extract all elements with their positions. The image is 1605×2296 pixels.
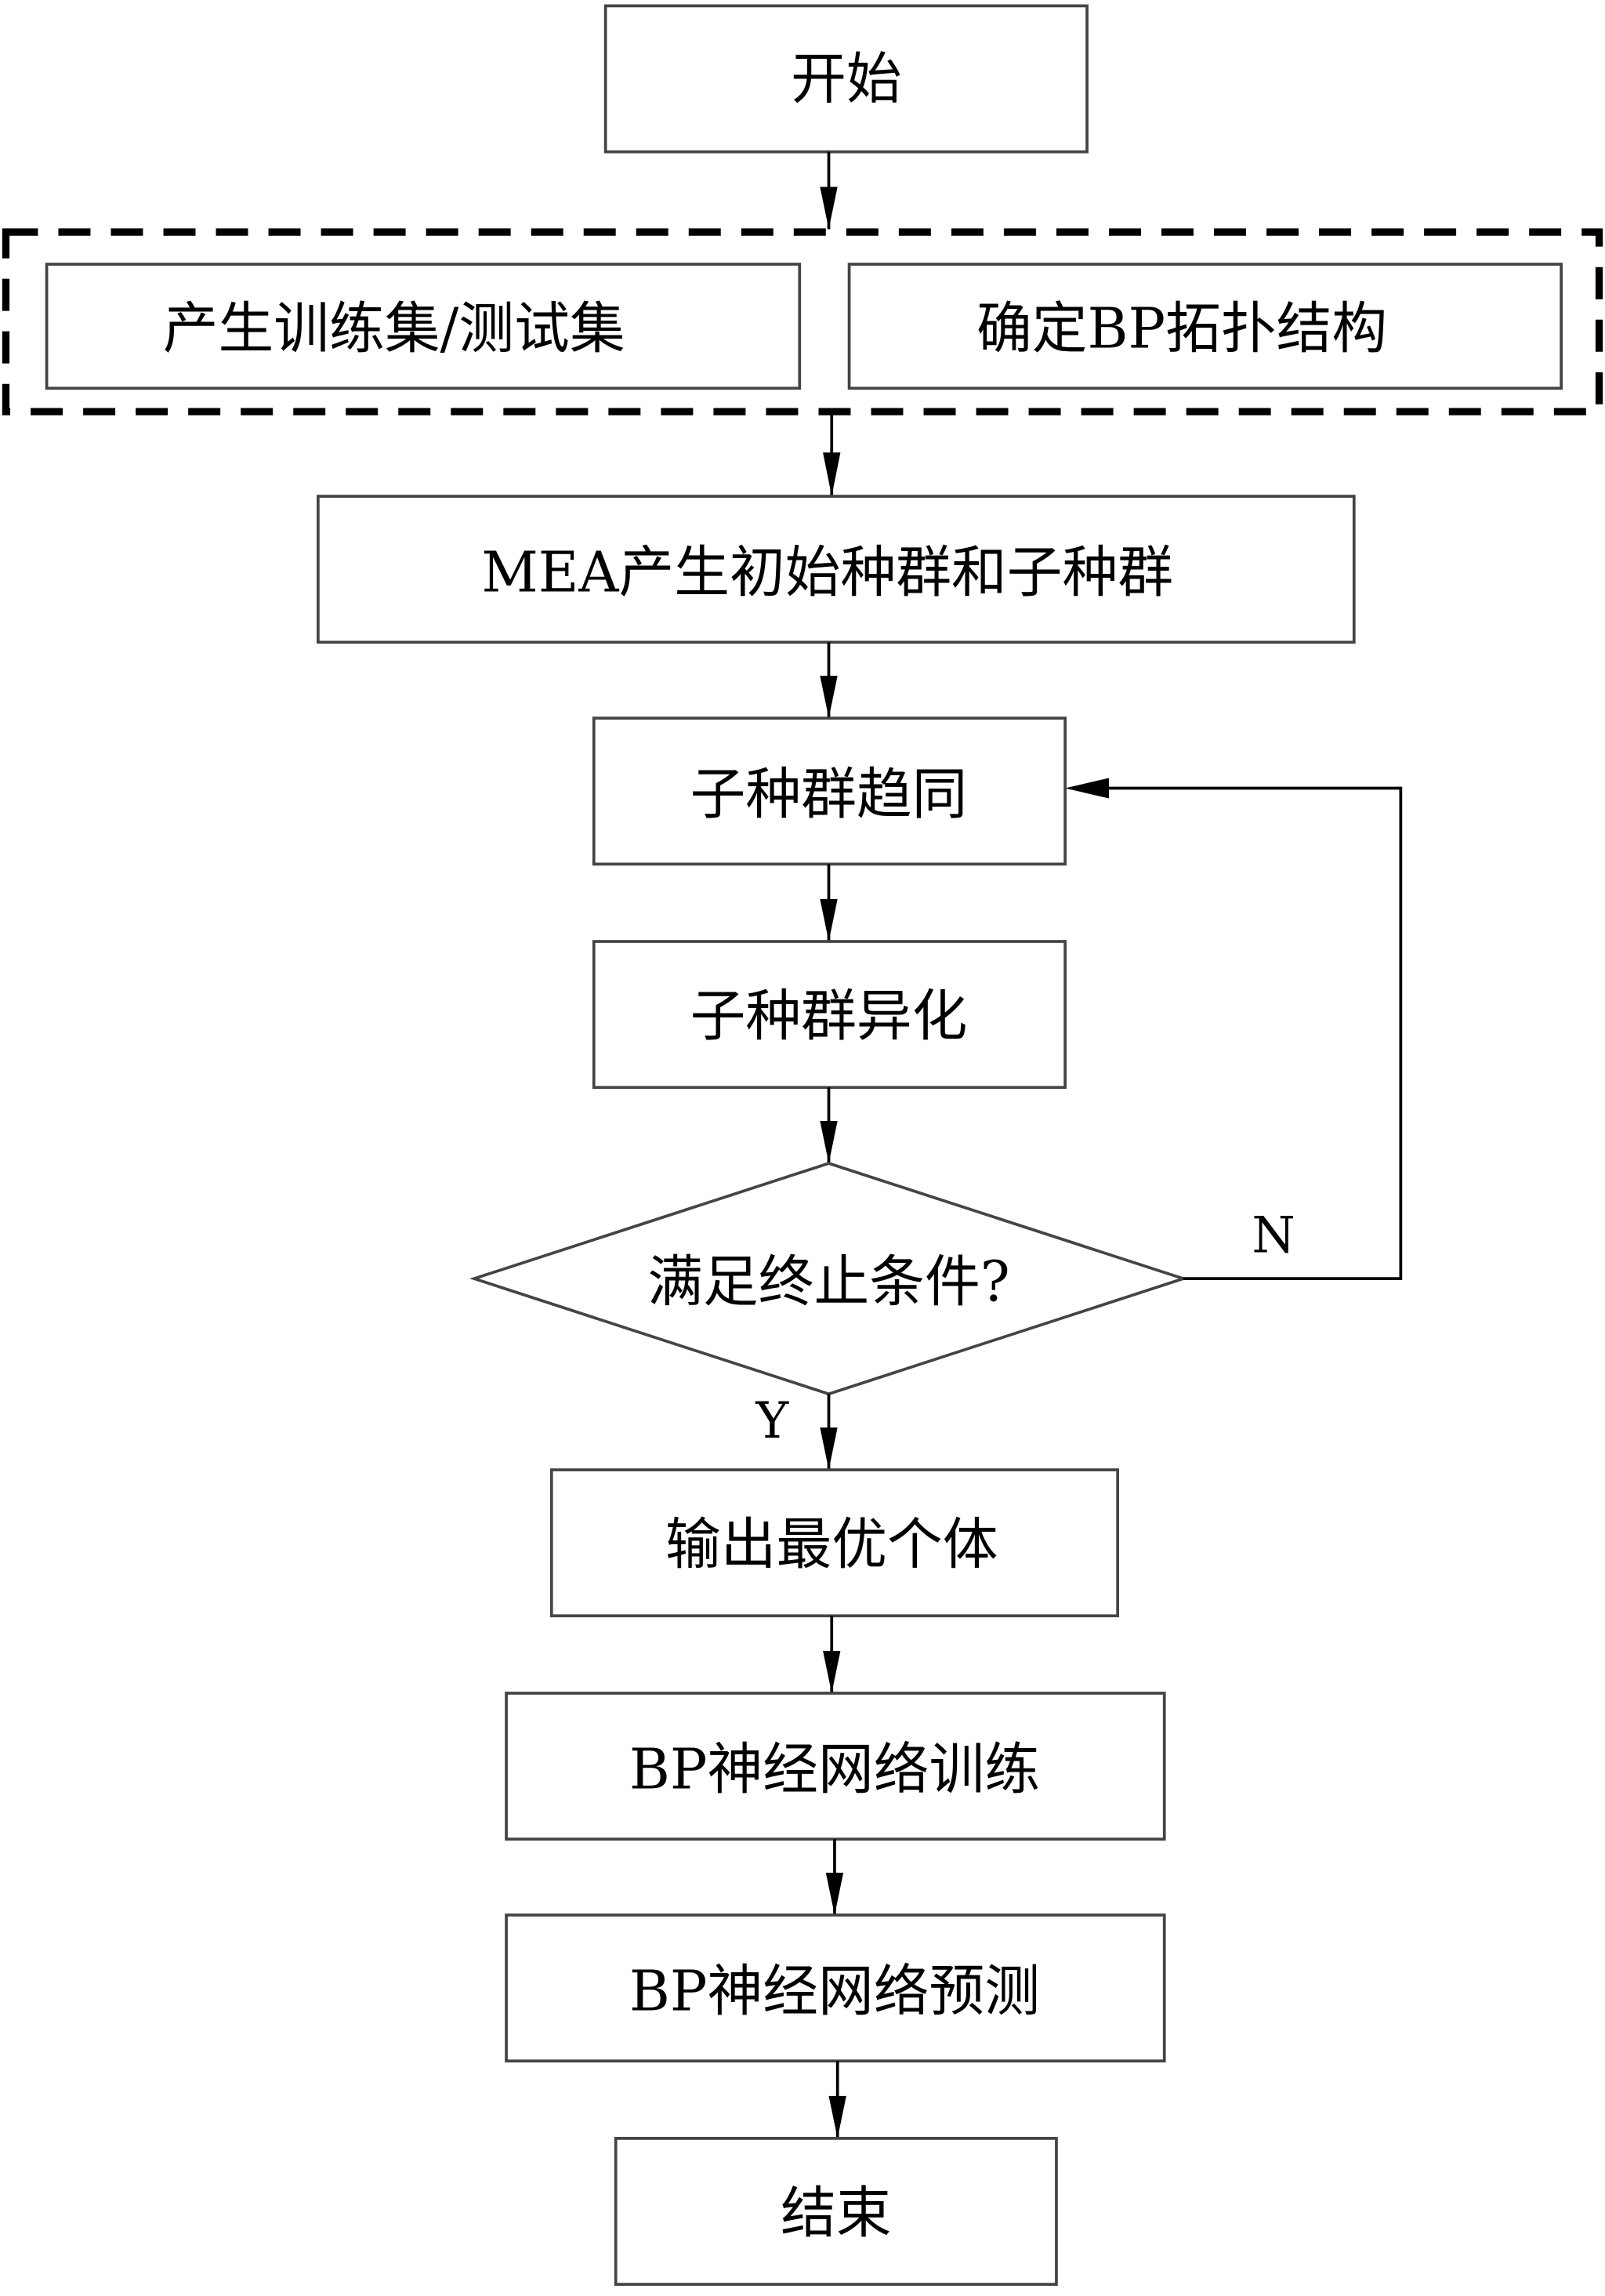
init-label: MEA产生初始种群和子种群: [481, 539, 1173, 604]
arrowhead: [820, 1427, 838, 1471]
converge-label: 子种群趋同: [690, 761, 968, 826]
predict-node: BP神经网络预测: [505, 1913, 1166, 2063]
start-label: 开始: [791, 46, 901, 111]
arrowhead: [820, 676, 838, 719]
predict-label: BP神经网络预测: [629, 1958, 1040, 2023]
end-label: 结束: [781, 2180, 891, 2245]
arrowhead: [820, 187, 838, 230]
prep-left-label: 产生训练集/测试集: [163, 296, 625, 361]
yes-label: Y: [755, 1391, 789, 1449]
prep-right-node: 确定BP拓扑结构: [847, 263, 1563, 390]
init-node: MEA产生初始种群和子种群: [317, 495, 1356, 644]
end-node: 结束: [614, 2137, 1058, 2286]
arrowhead: [1065, 778, 1109, 799]
arrowhead: [823, 452, 841, 497]
output-best-label: 输出最优个体: [665, 1512, 998, 1577]
decision-node: 满足终止条件?: [469, 1162, 1188, 1396]
output-best-node: 输出最优个体: [549, 1468, 1120, 1618]
arrowhead: [825, 1873, 844, 1916]
arrowhead: [823, 1650, 841, 1693]
prep-group-dashed-frame: [2, 228, 1603, 415]
no-label: N: [1252, 1206, 1295, 1264]
train-label: BP神经网络训练: [629, 1736, 1040, 1801]
dissimilate-label: 子种群异化: [690, 983, 968, 1048]
arrowhead: [820, 899, 838, 942]
arrowhead: [828, 2095, 846, 2138]
prep-left-node: 产生训练集/测试集: [45, 263, 802, 390]
prep-right-label: 确定BP拓扑结构: [976, 296, 1387, 361]
loop-no-path: [1108, 786, 1403, 1281]
converge-node: 子种群趋同: [592, 716, 1067, 866]
start-node: 开始: [603, 4, 1089, 154]
arrowhead: [820, 1121, 838, 1164]
decision-label: 满足终止条件?: [647, 1249, 1009, 1314]
train-node: BP神经网络训练: [505, 1692, 1166, 1841]
dissimilate-node: 子种群异化: [592, 940, 1067, 1090]
